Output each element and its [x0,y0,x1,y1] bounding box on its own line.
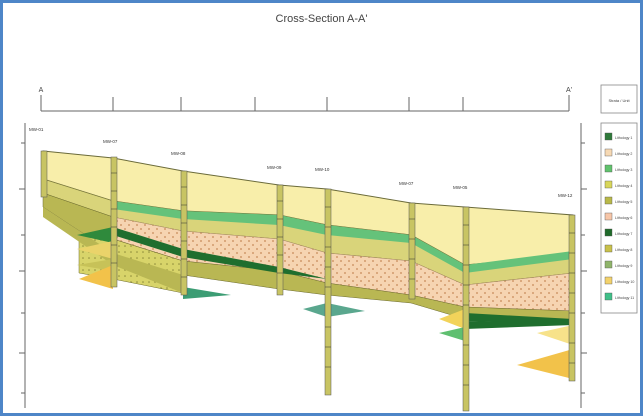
legend-label: Lithology 4 [615,184,632,188]
borehole-1 [40,150,48,198]
borehole-5 [324,188,332,396]
borehole-8 [568,214,576,382]
legend-label: Lithology 6 [615,216,632,220]
left-elevation-axis [19,123,26,408]
legend-label: Lithology 3 [615,168,632,172]
mid-teal-lens [183,287,231,299]
well-label-1: MW-01 [29,127,44,132]
top-distance-scale: A A' [39,87,572,112]
well-label-4: MW-09 [267,165,282,170]
far-right-yellow-lens [537,325,573,345]
right-dark-green-lens [465,319,573,329]
right-green-lens [439,327,465,341]
cross-section-diagram: A A' [19,84,638,412]
legend-swatch [604,276,613,285]
left-yellow-wedge [77,241,113,259]
legend-swatch [604,212,613,221]
well-label-2: MW-07 [103,139,118,144]
legend-swatch [604,148,613,157]
olive-lower-left-layer [43,207,183,293]
left-orange-lens [79,265,113,289]
borehole-3 [180,170,188,296]
well-label-3: MW-08 [171,151,186,156]
borehole-6 [408,202,416,300]
legend-swatch [604,244,613,253]
borehole-2 [110,156,118,288]
borehole-4 [276,184,284,296]
well-label-5: MW-10 [315,167,330,172]
borehole-7 [462,206,470,412]
legend-label: Lithology 7 [615,232,632,236]
legend-swatch [604,260,613,269]
legend-label: Lithology 11 [615,296,634,300]
well-labels: MW-01 MW-07 MW-08 MW-09 MW-10 MW-07 MW-0… [29,127,573,198]
legend-swatch [604,164,613,173]
legend-label: Lithology 1 [615,136,632,140]
legend-swatch [604,292,613,301]
center-teal-lens [303,303,365,317]
right-yellow-lens [439,309,465,329]
legend-title: Strata / Unit [608,98,630,103]
legend-swatch [604,196,613,205]
legend-title-box [600,84,638,114]
green-band-layer [113,201,573,273]
legend-swatch [604,228,613,237]
section-end-label: A' [566,87,572,94]
boreholes [40,150,576,412]
left-olive-wedge [77,259,113,271]
legend-swatch [604,180,613,189]
right-elevation-axis [580,123,587,408]
legend-label: Lithology 9 [615,264,632,268]
dark-green-layer [113,227,327,279]
left-green-wedge [77,227,113,243]
strata-layers [42,150,574,325]
legend-label: Lithology 2 [615,152,632,156]
legend-label: Lithology 10 [615,280,634,284]
far-right-orange-lens [517,349,573,379]
legend-swatch [604,132,613,141]
well-label-6: MW-07 [399,181,414,186]
diagram-title: Cross-Section A-A' [275,13,368,25]
borehole-ticks [111,172,575,386]
legend-label: Lithology 8 [615,248,632,252]
well-label-8: MW-12 [558,193,573,198]
legend-label: Lithology 5 [615,200,632,204]
section-start-label: A [39,87,44,94]
pinch-out-lenses [77,227,573,379]
legend-items: Lithology 1 Lithology 2 Lithology 3 Litholo… [604,132,634,301]
well-label-7: MW-05 [453,185,468,190]
